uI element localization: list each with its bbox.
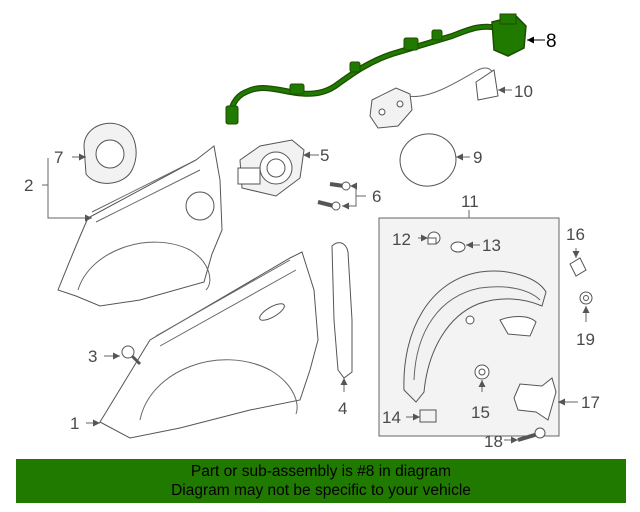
part-12-clip	[427, 231, 441, 245]
callout-14: 14	[382, 408, 401, 427]
part-18-screw	[517, 427, 546, 442]
part-10-cable	[369, 67, 499, 129]
callout-9: 9	[473, 148, 482, 167]
part-17-bracket	[513, 377, 557, 421]
callout-7: 7	[54, 148, 63, 167]
info-banner: Part or sub-assembly is #8 in diagram Di…	[16, 459, 626, 503]
banner-line-1: Part or sub-assembly is #8 in diagram	[190, 463, 452, 480]
callout-10: 10	[514, 82, 533, 101]
callout-18: 18	[484, 432, 503, 451]
callout-6: 6	[372, 187, 381, 206]
part-4-seal-strip	[331, 242, 353, 379]
part-6-bolts	[317, 181, 351, 211]
part-13-ring	[450, 241, 466, 253]
callout-17: 17	[581, 393, 600, 412]
callout-8: 8	[546, 31, 557, 52]
callout-19: 19	[576, 330, 595, 349]
part-14-clip	[419, 409, 437, 423]
fender-liner	[403, 270, 547, 403]
callout-1: 1	[70, 414, 79, 433]
callout-2: 2	[24, 176, 33, 195]
callout-13: 13	[482, 236, 501, 255]
part-1-fender-lower	[99, 251, 319, 439]
callout-5: 5	[320, 146, 329, 165]
part-9-seal	[399, 133, 457, 187]
part-8-harness	[225, 13, 527, 125]
part-2-fender-upper	[57, 145, 223, 307]
callout-11: 11	[461, 192, 479, 211]
banner-line-2: Diagram may not be specific to your vehi…	[171, 482, 471, 499]
callout-3: 3	[88, 347, 97, 366]
callout-4: 4	[338, 399, 347, 418]
leader-6a	[350, 182, 366, 197]
callout-15: 15	[471, 403, 490, 422]
part-15-nut	[474, 364, 490, 380]
part-3-screw	[121, 345, 142, 366]
callout-16: 16	[566, 225, 585, 244]
leader-2	[47, 158, 92, 222]
callout-12: 12	[392, 230, 411, 249]
part-16-clip	[569, 257, 587, 277]
part-19-pin	[579, 291, 593, 305]
leader-6b	[342, 196, 357, 210]
part-5-filler-housing	[237, 139, 305, 197]
part-7-plate	[83, 122, 137, 184]
